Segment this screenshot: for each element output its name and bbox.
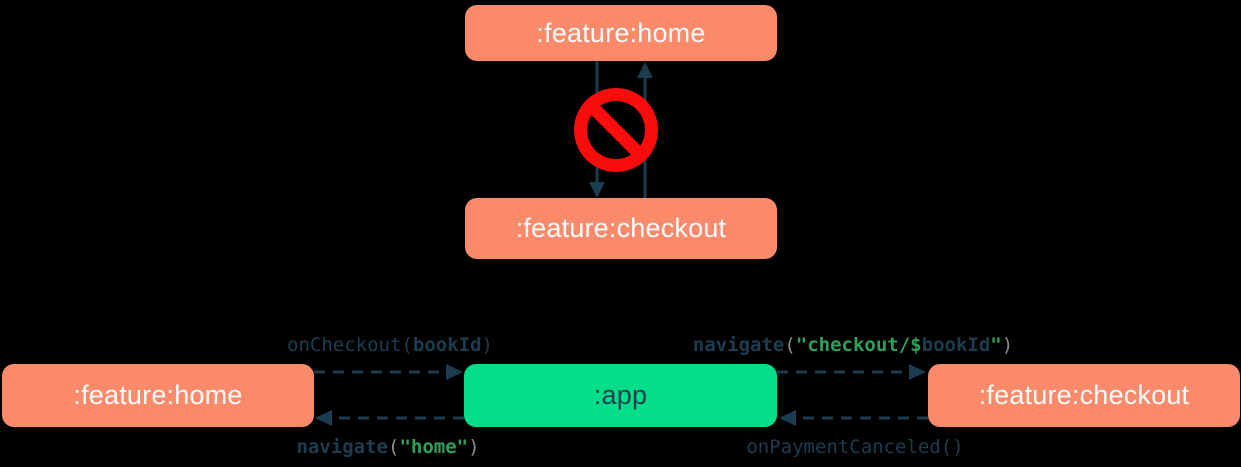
arrow-app-to-checkout bbox=[777, 364, 926, 380]
arrow-home-to-app bbox=[314, 364, 463, 380]
module-box-feature-checkout: :feature:checkout bbox=[928, 364, 1240, 427]
arrow-checkout-to-app bbox=[779, 410, 928, 426]
module-box-app: :app bbox=[464, 364, 777, 427]
module-box-feature-home-top: :feature:home bbox=[465, 5, 777, 61]
call-label-navigate-home: navigate("home") bbox=[296, 436, 480, 458]
module-box-feature-checkout-top: :feature:checkout bbox=[465, 198, 777, 259]
arrow-app-to-home bbox=[315, 410, 464, 426]
module-box-feature-home: :feature:home bbox=[2, 364, 314, 427]
call-label-navigate-checkout: navigate("checkout/$bookId") bbox=[692, 334, 1014, 356]
call-label-on-checkout: onCheckout(bookId) bbox=[287, 334, 493, 356]
no-entry-icon bbox=[574, 88, 658, 172]
call-label-on-payment-canceled: onPaymentCanceled() bbox=[746, 436, 964, 458]
